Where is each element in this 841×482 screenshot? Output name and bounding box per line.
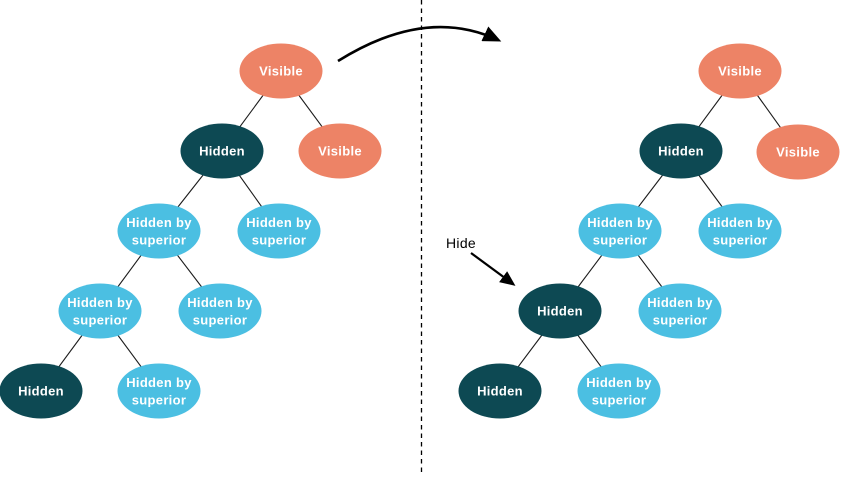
node-label: Visible xyxy=(259,64,303,79)
node-ellipse xyxy=(458,363,542,419)
node-ellipse xyxy=(58,283,142,339)
node-label: Visible xyxy=(318,144,362,159)
node-label: Hidden xyxy=(537,304,583,319)
hide-annotation-arrow xyxy=(470,252,516,286)
node-ellipse xyxy=(178,283,262,339)
node-ellipse xyxy=(756,124,840,180)
tree-after-node-visible: Visible xyxy=(756,124,840,180)
transform-arrow xyxy=(337,25,502,63)
node-ellipse xyxy=(698,203,782,259)
node-ellipse xyxy=(577,363,661,419)
node-ellipse xyxy=(180,123,264,179)
tree-after-node-hidden: Hidden xyxy=(458,363,542,419)
node-label: Visible xyxy=(718,64,762,79)
node-ellipse xyxy=(698,43,782,99)
node-ellipse xyxy=(239,43,323,99)
node-label: Hidden xyxy=(18,384,64,399)
node-ellipse xyxy=(639,123,723,179)
tree-after-node-visible: Visible xyxy=(698,43,782,99)
node-ellipse xyxy=(518,283,602,339)
node-label: Visible xyxy=(776,145,820,160)
tree-after-node-hidden: Hidden xyxy=(639,123,723,179)
node-label: Hidden xyxy=(477,384,523,399)
tree-before-node-visible: Visible xyxy=(239,43,323,99)
node-ellipse xyxy=(117,363,201,419)
node-ellipse xyxy=(237,203,321,259)
node-ellipse xyxy=(117,203,201,259)
node-label: Hidden xyxy=(658,144,704,159)
tree-after-node-hidden: Hidden xyxy=(518,283,602,339)
node-ellipse xyxy=(638,283,722,339)
node-ellipse xyxy=(578,203,662,259)
tree-before-node-visible: Visible xyxy=(298,123,382,179)
node-label: Hidden xyxy=(199,144,245,159)
node-ellipse xyxy=(0,363,83,419)
tree-before-node-hidden: Hidden xyxy=(180,123,264,179)
hide-annotation-label: Hide xyxy=(446,235,476,251)
tree-before-node-hidden: Hidden xyxy=(0,363,83,419)
node-ellipse xyxy=(298,123,382,179)
